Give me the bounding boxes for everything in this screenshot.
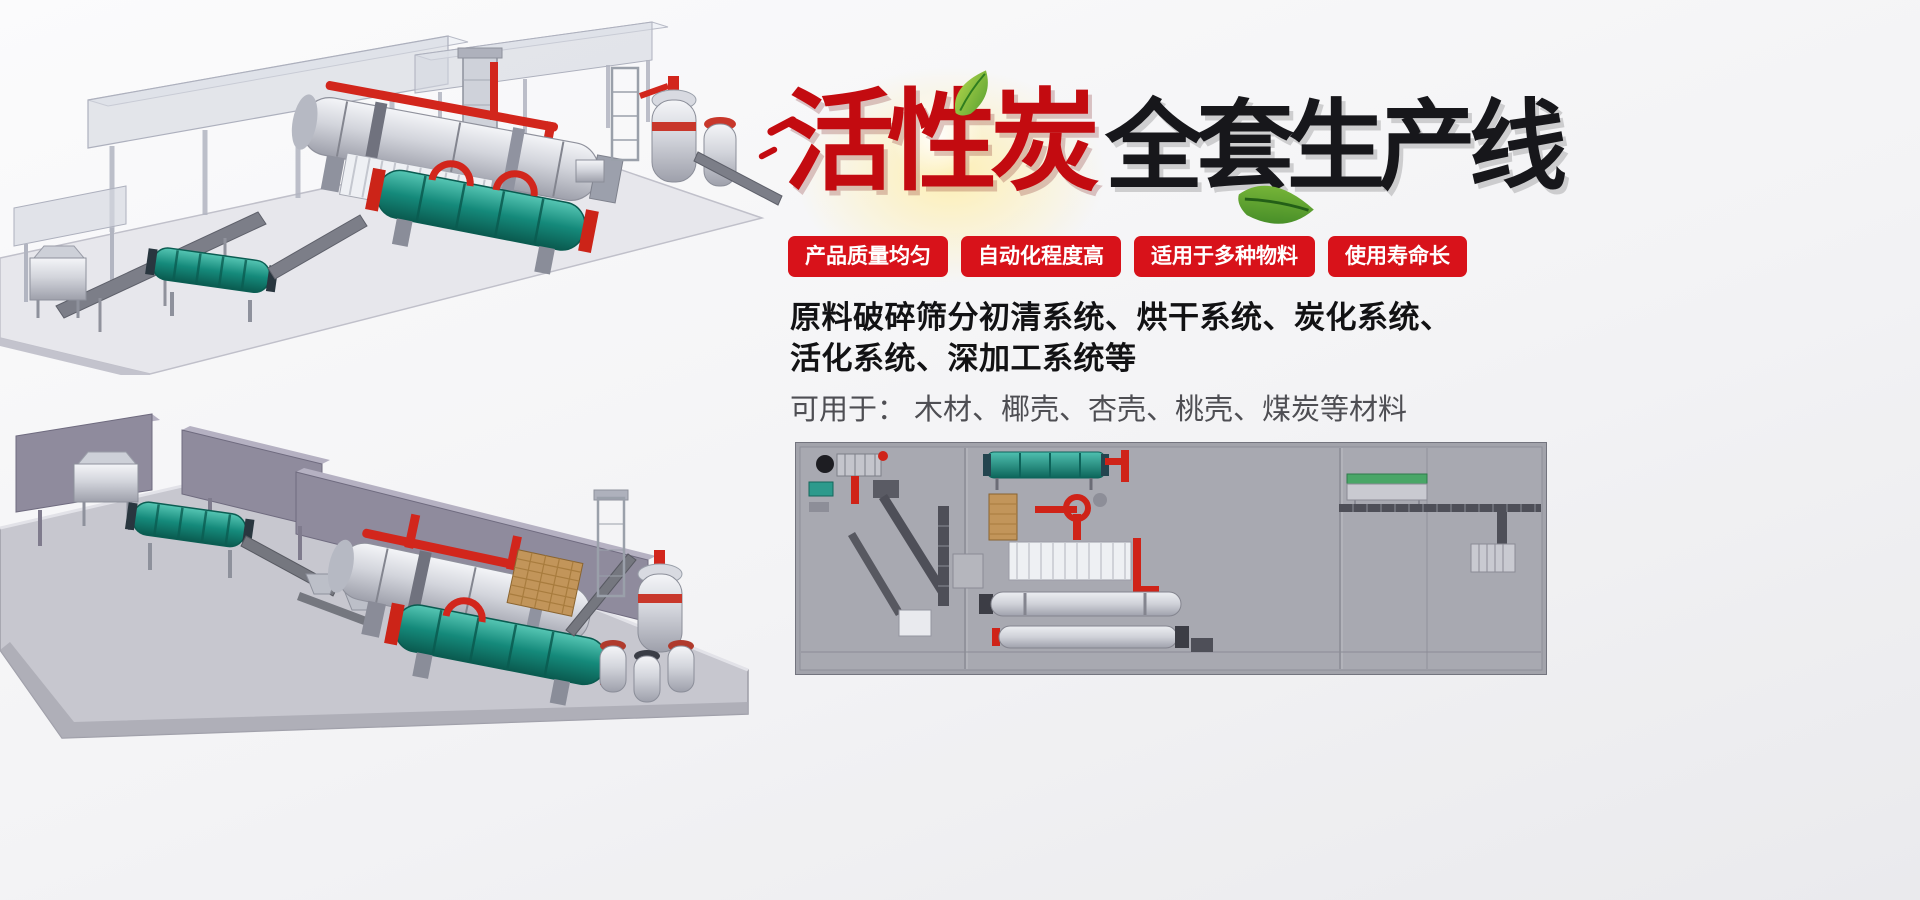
red-pipe-loop bbox=[492, 170, 538, 197]
production-line-3d-bottom-image bbox=[0, 413, 749, 739]
red-pipe-loop bbox=[428, 160, 474, 187]
brick-furnace bbox=[506, 549, 584, 617]
description-line-1: 原料破碎筛分初清系统、烘干系统、炭化系统、 bbox=[790, 300, 1452, 335]
feeder-hopper bbox=[73, 451, 139, 526]
carbonization-drum bbox=[365, 167, 599, 275]
bucket-elevator bbox=[593, 489, 629, 598]
crusher-unit bbox=[29, 245, 87, 318]
cyclone-dust-collector bbox=[637, 550, 683, 653]
badge-product-quality: 产品质量均匀 bbox=[788, 236, 948, 277]
production-line-3d-top-image bbox=[0, 21, 783, 375]
feature-badges: 产品质量均匀 自动化程度高 适用于多种物料 使用寿命长 bbox=[788, 236, 1467, 277]
diagram-brick-tower bbox=[988, 493, 1018, 541]
cyclone-dust-collector bbox=[575, 66, 783, 206]
badge-service-life: 使用寿命长 bbox=[1328, 236, 1467, 277]
description-block: 原料破碎筛分初清系统、烘干系统、炭化系统、 活化系统、深加工系统等 可用于： 木… bbox=[790, 297, 1452, 428]
leaf-decoration-icon bbox=[1238, 185, 1314, 224]
badge-material-range: 适用于多种物料 bbox=[1134, 236, 1315, 277]
storage-vessels bbox=[599, 640, 695, 703]
layout-diagram-panel bbox=[795, 442, 1547, 675]
diagram-dryer-drum bbox=[983, 450, 1129, 490]
red-pipe-loop bbox=[442, 597, 486, 623]
diagram-ribbed-structure bbox=[1008, 541, 1132, 581]
banner-title: 活性炭全套生产线 bbox=[784, 88, 1567, 201]
badge-automation: 自动化程度高 bbox=[961, 236, 1121, 277]
diagram-long-cylinders bbox=[952, 553, 1213, 652]
diagram-red-piping bbox=[1035, 493, 1159, 594]
transfer-conveyor bbox=[267, 214, 368, 280]
diagram-feed-cluster bbox=[808, 451, 899, 512]
materials-line: 可用于： 木材、椰壳、杏壳、桃壳、煤炭等材料 bbox=[790, 394, 1408, 426]
leaf-decoration-icon bbox=[954, 70, 988, 116]
title-highlight-text: 活性炭 bbox=[784, 81, 1100, 204]
transfer-conveyor bbox=[297, 592, 380, 630]
diagram-packing-section bbox=[1339, 473, 1541, 573]
title-rest-text: 全套生产线 bbox=[1105, 91, 1567, 201]
production-line-layout-diagram-image bbox=[795, 442, 1547, 675]
diagram-conveyors-left bbox=[848, 494, 949, 637]
description-line-2: 活化系统、深加工系统等 bbox=[790, 341, 1137, 376]
